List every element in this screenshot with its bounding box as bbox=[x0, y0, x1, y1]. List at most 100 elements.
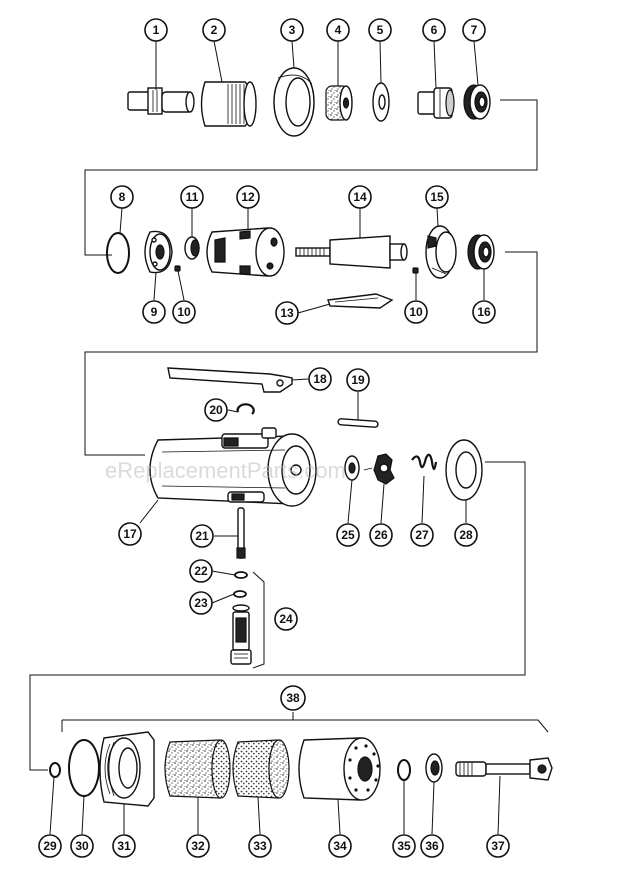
callout-20[interactable]: 20 bbox=[204, 398, 228, 422]
callout-7[interactable]: 7 bbox=[462, 18, 486, 42]
svg-text:26: 26 bbox=[374, 528, 388, 542]
svg-text:10: 10 bbox=[177, 305, 191, 319]
svg-text:34: 34 bbox=[333, 839, 347, 853]
callout-10a[interactable]: 10 bbox=[172, 300, 196, 324]
part-24-drawing bbox=[230, 571, 265, 669]
svg-text:18: 18 bbox=[313, 372, 327, 386]
callout-8[interactable]: 8 bbox=[110, 185, 134, 209]
part-23-drawing bbox=[233, 590, 247, 598]
svg-text:35: 35 bbox=[397, 839, 411, 853]
part-18-drawing bbox=[167, 367, 293, 393]
svg-text:31: 31 bbox=[117, 839, 131, 853]
part-19-drawing bbox=[337, 418, 379, 428]
part-25-drawing bbox=[344, 455, 360, 481]
part-8-drawing bbox=[106, 232, 130, 274]
svg-text:29: 29 bbox=[43, 839, 57, 853]
part-4-drawing bbox=[325, 85, 353, 121]
svg-text:25: 25 bbox=[341, 528, 355, 542]
svg-text:36: 36 bbox=[425, 839, 439, 853]
callout-31[interactable]: 31 bbox=[112, 834, 136, 858]
part-6-drawing bbox=[417, 87, 455, 119]
callout-34[interactable]: 34 bbox=[328, 834, 352, 858]
part-27-drawing bbox=[411, 453, 438, 471]
callout-28[interactable]: 28 bbox=[454, 523, 478, 547]
svg-text:17: 17 bbox=[123, 527, 137, 541]
callout-26[interactable]: 26 bbox=[369, 523, 393, 547]
callout-33[interactable]: 33 bbox=[248, 834, 272, 858]
callout-27[interactable]: 27 bbox=[410, 523, 434, 547]
svg-text:32: 32 bbox=[191, 839, 205, 853]
callout-15[interactable]: 15 bbox=[425, 185, 449, 209]
svg-text:13: 13 bbox=[280, 306, 294, 320]
part-16-drawing bbox=[467, 234, 495, 270]
part-20-drawing bbox=[236, 403, 255, 415]
callout-5[interactable]: 5 bbox=[368, 18, 392, 42]
callout-37[interactable]: 37 bbox=[486, 834, 510, 858]
callout-18[interactable]: 18 bbox=[308, 367, 332, 391]
part-34-drawing bbox=[298, 737, 381, 801]
part-22-drawing bbox=[234, 571, 248, 579]
svg-text:28: 28 bbox=[459, 528, 473, 542]
svg-text:16: 16 bbox=[477, 305, 491, 319]
callout-1[interactable]: 1 bbox=[144, 18, 168, 42]
callout-23[interactable]: 23 bbox=[189, 591, 213, 615]
part-26-drawing bbox=[363, 453, 395, 485]
svg-text:7: 7 bbox=[471, 23, 478, 37]
callout-38[interactable]: 38 bbox=[280, 685, 306, 711]
part-1-drawing bbox=[127, 87, 195, 115]
callout-24[interactable]: 24 bbox=[274, 607, 298, 631]
part-36-drawing bbox=[425, 753, 443, 783]
part-12-drawing bbox=[206, 227, 285, 277]
part-13-drawing bbox=[327, 293, 394, 309]
svg-text:38: 38 bbox=[286, 691, 300, 705]
part-7-drawing bbox=[463, 84, 491, 120]
part-11-drawing bbox=[184, 236, 200, 260]
part-17-drawing bbox=[149, 427, 317, 507]
callout-19[interactable]: 19 bbox=[346, 368, 370, 392]
svg-text:30: 30 bbox=[75, 839, 89, 853]
svg-text:22: 22 bbox=[194, 564, 208, 578]
callout-13[interactable]: 13 bbox=[275, 301, 299, 325]
svg-text:20: 20 bbox=[209, 403, 223, 417]
part-14-drawing bbox=[295, 235, 408, 269]
callout-32[interactable]: 32 bbox=[186, 834, 210, 858]
part-31-drawing bbox=[99, 731, 155, 807]
part-35-drawing bbox=[397, 759, 411, 781]
callout-22[interactable]: 22 bbox=[189, 559, 213, 583]
svg-text:19: 19 bbox=[351, 373, 365, 387]
part-2-drawing bbox=[200, 81, 257, 127]
callout-12[interactable]: 12 bbox=[236, 185, 260, 209]
callout-11[interactable]: 11 bbox=[180, 185, 204, 209]
svg-text:10: 10 bbox=[409, 305, 423, 319]
svg-text:4: 4 bbox=[335, 23, 342, 37]
part-21-drawing bbox=[236, 507, 246, 559]
callout-2[interactable]: 2 bbox=[202, 18, 226, 42]
part-15-drawing bbox=[425, 225, 457, 279]
callout-30[interactable]: 30 bbox=[70, 834, 94, 858]
svg-text:5: 5 bbox=[377, 23, 384, 37]
callout-6[interactable]: 6 bbox=[422, 18, 446, 42]
callout-17[interactable]: 17 bbox=[118, 522, 142, 546]
svg-text:11: 11 bbox=[186, 190, 199, 204]
callout-16[interactable]: 16 bbox=[472, 300, 496, 324]
callout-14[interactable]: 14 bbox=[348, 185, 372, 209]
callout-21[interactable]: 21 bbox=[190, 524, 214, 548]
callout-36[interactable]: 36 bbox=[420, 834, 444, 858]
callout-4[interactable]: 4 bbox=[326, 18, 350, 42]
callout-35[interactable]: 35 bbox=[392, 834, 416, 858]
callout-9[interactable]: 9 bbox=[142, 300, 166, 324]
svg-text:27: 27 bbox=[415, 528, 429, 542]
callout-10b[interactable]: 10 bbox=[404, 300, 428, 324]
callout-29[interactable]: 29 bbox=[38, 834, 62, 858]
part-9-drawing bbox=[144, 230, 173, 274]
part-32-drawing bbox=[164, 739, 231, 799]
callout-3[interactable]: 3 bbox=[280, 18, 304, 42]
svg-text:21: 21 bbox=[195, 529, 209, 543]
part-5-drawing bbox=[372, 82, 390, 122]
svg-text:14: 14 bbox=[353, 190, 367, 204]
svg-text:15: 15 bbox=[430, 190, 444, 204]
svg-text:9: 9 bbox=[151, 305, 158, 319]
part-37-drawing bbox=[455, 757, 553, 781]
callout-25[interactable]: 25 bbox=[336, 523, 360, 547]
svg-text:6: 6 bbox=[431, 23, 438, 37]
